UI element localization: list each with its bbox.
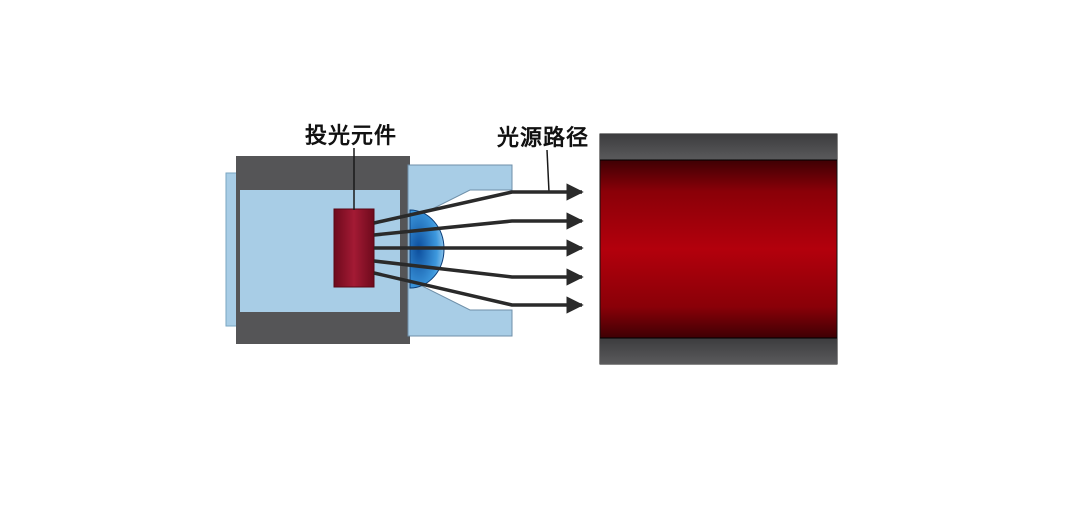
target-top-band (600, 134, 837, 160)
beam-arrow (373, 271, 584, 314)
target-body (599, 133, 838, 365)
housing-inner-chamber (240, 190, 400, 312)
light-path-label: 光源路径 (497, 126, 590, 151)
beam-arrow (373, 259, 584, 286)
beam-arrow (373, 212, 584, 237)
target-bottom-band (600, 338, 837, 364)
target-object (599, 133, 838, 365)
emitter-label: 投光元件 (305, 124, 398, 149)
light-beams (373, 183, 584, 314)
beam-arrow (373, 183, 584, 225)
emitter-element (333, 208, 375, 288)
light-path-label-leader (546, 149, 550, 193)
